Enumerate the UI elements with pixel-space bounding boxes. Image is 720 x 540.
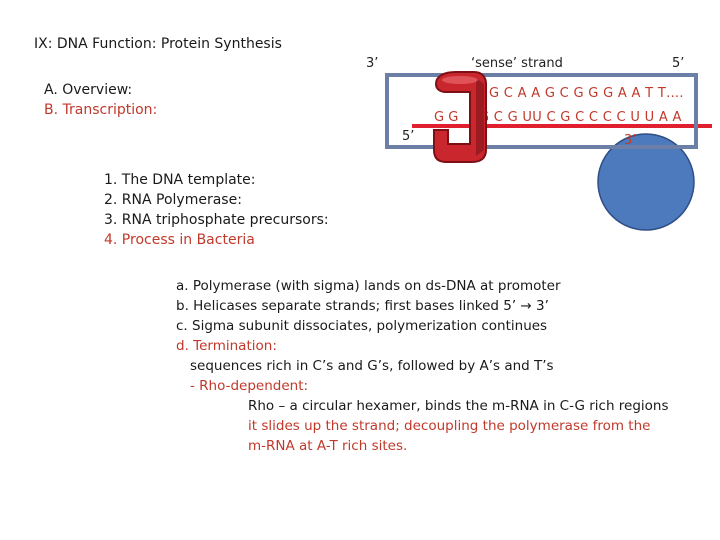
item-process-bacteria: 4. Process in Bacteria bbox=[104, 232, 255, 248]
label-5prime-rna: 5’ bbox=[402, 129, 414, 144]
item-rna-polymerase: 2. RNA Polymerase: bbox=[104, 192, 242, 208]
rho-line-2: it slides up the strand; decoupling the … bbox=[248, 418, 651, 434]
step-a: a. Polymerase (with sigma) lands on ds-D… bbox=[176, 278, 561, 294]
rna-sequence-start: G G bbox=[434, 110, 458, 125]
item-rna-precursors: 3. RNA triphosphate precursors: bbox=[104, 212, 329, 228]
transcription-items: 1. The DNA template: 2. RNA Polymerase: … bbox=[104, 170, 329, 250]
transcription-heading: B. Transcription: bbox=[44, 102, 158, 118]
overview-heading: A. Overview: bbox=[44, 82, 133, 98]
dna-sequence: G C A A G C G G G A A T T…. bbox=[489, 86, 684, 101]
rna-sequence: G C G UU C G C C C C U U A A bbox=[479, 110, 682, 125]
slide-title: IX: DNA Function: Protein Synthesis bbox=[34, 36, 282, 52]
step-c: c. Sigma subunit dissociates, polymeriza… bbox=[176, 318, 548, 334]
outline-top: A. Overview: B. Transcription: bbox=[44, 80, 157, 120]
red-block-icon bbox=[433, 71, 487, 163]
step-b: b. Helicases separate strands; first bas… bbox=[176, 298, 549, 314]
step-d: d. Termination: bbox=[176, 338, 277, 354]
rho-dependent-heading: - Rho-dependent: bbox=[190, 378, 309, 394]
label-3prime-rna: 3’ bbox=[624, 133, 636, 148]
arrow-right-icon: → bbox=[520, 298, 532, 314]
rna-polymerase-box bbox=[385, 73, 698, 149]
rho-protein-circle bbox=[597, 133, 695, 231]
label-3prime-top: 3’ bbox=[366, 56, 378, 71]
rho-line-3: m-RNA at A-T rich sites. bbox=[248, 438, 408, 454]
label-5prime-top: 5’ bbox=[672, 56, 684, 71]
item-dna-template: 1. The DNA template: bbox=[104, 172, 256, 188]
process-steps: a. Polymerase (with sigma) lands on ds-D… bbox=[176, 276, 669, 456]
termination-description: sequences rich in C’s and G’s, followed … bbox=[190, 358, 554, 374]
rho-line-1: Rho – a circular hexamer, binds the m-RN… bbox=[248, 398, 669, 414]
label-sense-strand: ‘sense’ strand bbox=[471, 56, 563, 71]
